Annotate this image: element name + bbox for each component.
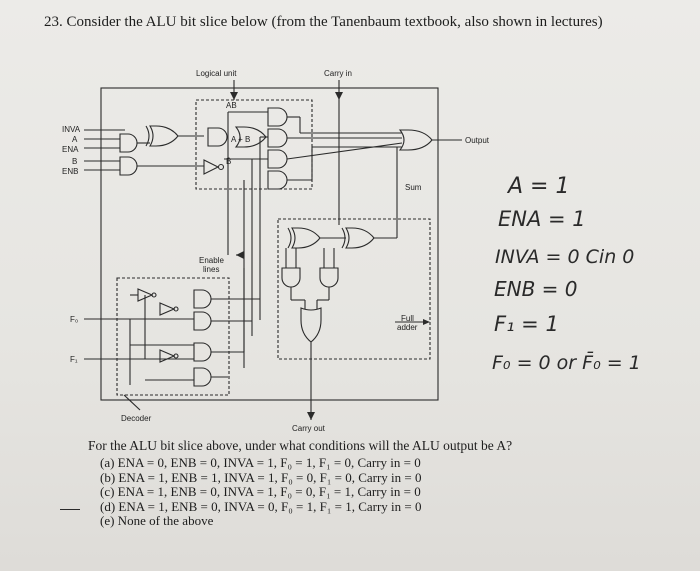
decoder-label: Decoder [121, 414, 152, 423]
b-bar-label: B̄ [226, 157, 231, 166]
f0-label: F₀ [70, 315, 78, 324]
handwritten-note-f1: F₁ = 1 [494, 312, 559, 336]
answer-options: (a) ENA = 0, ENB = 0, INVA = 1, F₀ = 1, … [100, 455, 422, 529]
carry-in-label: Carry in [324, 69, 352, 78]
sum-label: Sum [405, 183, 422, 192]
option-c: (c) ENA = 1, ENB = 0, INVA = 1, F₀ = 0, … [100, 484, 421, 500]
answer-mark-dash [60, 509, 80, 510]
option-b: (b) ENA = 1, ENB = 1, INVA = 1, F₀ = 0, … [100, 469, 422, 485]
handwritten-note-inva: INVA = 0 Cin 0 [495, 246, 634, 268]
inva-label: INVA [62, 125, 81, 134]
b-input-label: B [72, 157, 77, 166]
a-plus-b-label: A + B [231, 135, 250, 144]
ena-label: ENA [62, 145, 79, 154]
option-a: (a) ENA = 0, ENB = 0, INVA = 1, F₀ = 1, … [100, 455, 421, 470]
option-e: (e) None of the above [100, 513, 214, 529]
ab-label: AB [226, 101, 237, 110]
option-d: (d) ENA = 1, ENB = 0, INVA = 0, F₀ = 1, … [100, 498, 422, 514]
f1-label: F₁ [70, 355, 78, 364]
handwritten-note-a: A = 1 [506, 174, 569, 199]
enb-label: ENB [62, 167, 78, 176]
enable-lines-label-2: lines [203, 265, 219, 274]
enable-lines-label: Enable [199, 256, 224, 265]
handwritten-note-ena: ENA = 1 [498, 207, 586, 231]
handwritten-note-enb: ENB = 0 [494, 277, 578, 301]
question-title: 23. Consider the ALU bit slice below (fr… [44, 14, 603, 30]
handwritten-note-f0: F₀ = 0 or F̄₀ = 1 [492, 350, 641, 374]
logical-unit-label: Logical unit [196, 69, 237, 78]
carry-out-label: Carry out [292, 424, 326, 433]
output-label: Output [465, 136, 490, 145]
question-prompt: For the ALU bit slice above, under what … [88, 438, 513, 453]
full-adder-label-2: adder [397, 323, 418, 332]
full-adder-label: Full [401, 314, 414, 323]
a-input-label: A [72, 135, 78, 144]
